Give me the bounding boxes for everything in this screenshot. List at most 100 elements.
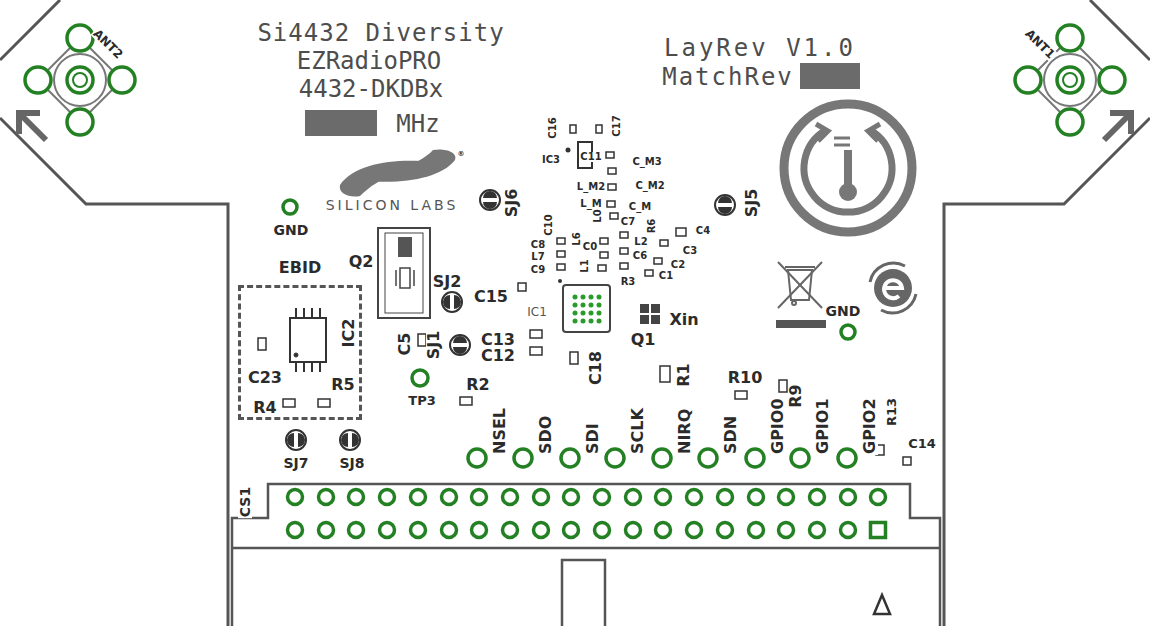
silk-label: C10 xyxy=(544,213,554,236)
silk-label: NIRQ xyxy=(677,408,693,455)
passive-footprint xyxy=(258,125,911,465)
silk-label: C11 xyxy=(579,152,602,162)
silk-label: SJ6 xyxy=(504,188,520,219)
solder-jumper xyxy=(442,292,462,312)
pin1-dot xyxy=(566,148,571,153)
silk-label: SJ5 xyxy=(744,188,760,219)
silk-label: ANT2 xyxy=(90,26,125,61)
solder-jumper xyxy=(715,195,735,215)
silk-label: R6 xyxy=(647,218,657,235)
silk-label: C2 xyxy=(670,260,686,270)
silk-label: L2 xyxy=(633,237,648,247)
logo-swoosh xyxy=(362,149,455,181)
signal-pad xyxy=(468,449,856,467)
silk-label: C8 xyxy=(530,240,546,250)
solder-jumper xyxy=(450,335,470,355)
fill-box xyxy=(800,63,860,89)
solder-jumper xyxy=(286,430,306,450)
test-point xyxy=(412,370,428,386)
ic-footprint xyxy=(558,279,610,332)
silk-label: R1 xyxy=(676,362,692,387)
silk-label: C17 xyxy=(612,114,622,137)
fill-box xyxy=(305,110,377,136)
silk-label: C23 xyxy=(247,370,283,386)
silk-label: ® xyxy=(457,151,466,158)
silk-label: EZRadioPRO xyxy=(296,49,443,73)
silk-label: IC1 xyxy=(526,306,548,318)
silk-label: R3 xyxy=(620,277,637,287)
silk-label: GPIO2 xyxy=(862,397,878,455)
silk-label: LayRev V1.0 xyxy=(663,36,857,60)
silk-label: Q1 xyxy=(630,332,657,348)
silk-label: C1 xyxy=(658,271,674,281)
silk-label: GND xyxy=(825,304,862,318)
silk-label: SCLK xyxy=(630,407,646,455)
silk-label: C6 xyxy=(632,251,648,261)
silk-label: EBID xyxy=(278,260,322,276)
connector-outline xyxy=(232,484,940,626)
silk-label: L6 xyxy=(572,231,582,246)
weee-symbol xyxy=(778,262,822,308)
silk-label: NSEL xyxy=(492,407,508,455)
silk-label: SDI xyxy=(585,422,601,455)
silk-label: CS1 xyxy=(238,486,252,518)
silk-label: TP3 xyxy=(407,394,436,407)
silk-label: R5 xyxy=(330,377,355,393)
ebid-region: EBIDC23IC2R5R4 xyxy=(238,285,362,420)
silk-label: C15 xyxy=(473,289,509,305)
test-point xyxy=(283,200,297,214)
silk-label: SJ7 xyxy=(282,456,309,470)
silk-label: GND xyxy=(273,223,310,237)
crystal-footprint xyxy=(378,228,430,318)
silk-label: IC2 xyxy=(341,318,357,349)
silk-label: C12 xyxy=(480,348,516,364)
silk-label: C18 xyxy=(588,350,604,386)
silk-label: SJ1 xyxy=(426,330,442,361)
antenna-connector xyxy=(19,25,135,140)
solder-jumper xyxy=(480,190,500,210)
silk-label: SJ8 xyxy=(338,456,365,470)
silk-label: R9 xyxy=(788,383,804,408)
weee-bar xyxy=(776,320,826,328)
silk-label: R4 xyxy=(252,400,277,416)
round-logo xyxy=(784,104,912,232)
silk-label: C3 xyxy=(682,246,698,256)
silk-label: C_M2 xyxy=(634,181,665,191)
silk-label: R2 xyxy=(465,377,490,393)
pin1-marker xyxy=(874,595,890,614)
silk-label: C7 xyxy=(620,217,636,227)
silk-label: GPIO1 xyxy=(815,397,831,455)
antenna-connector xyxy=(1015,25,1131,140)
silk-label: MatchRev xyxy=(661,65,795,89)
silk-label: Xin xyxy=(668,312,699,328)
silk-label: C16 xyxy=(548,116,558,139)
silk-label: C4 xyxy=(695,226,711,236)
e-mark xyxy=(870,263,916,313)
silk-label: 4432-DKDBx xyxy=(298,77,445,101)
silk-label: Si4432 Diversity xyxy=(256,21,505,45)
silk-label: C14 xyxy=(907,437,937,450)
silk-label: R13 xyxy=(885,397,898,427)
solder-jumper xyxy=(340,430,360,450)
silk-label: Q2 xyxy=(348,254,375,270)
silk-label: L0 xyxy=(593,208,603,223)
test-point xyxy=(841,325,855,339)
ic-footprint xyxy=(290,308,326,372)
header-pins xyxy=(288,490,886,538)
silk-label: SILICON LABS xyxy=(325,198,460,212)
crystal-footprint xyxy=(640,304,660,324)
silk-label: SJ2 xyxy=(432,274,463,290)
silk-label: ANT1 xyxy=(1022,26,1057,61)
silk-label: L_M2 xyxy=(576,182,606,192)
silk-label: GPIO0 xyxy=(770,397,786,455)
silk-label: SDO xyxy=(538,415,554,455)
silk-label: C13 xyxy=(480,332,516,348)
silk-label: MHz xyxy=(395,112,440,136)
silk-label: L7 xyxy=(530,252,545,262)
silk-label: IC3 xyxy=(541,155,561,165)
silk-label: C9 xyxy=(530,265,546,275)
silk-label: C0 xyxy=(582,242,598,252)
